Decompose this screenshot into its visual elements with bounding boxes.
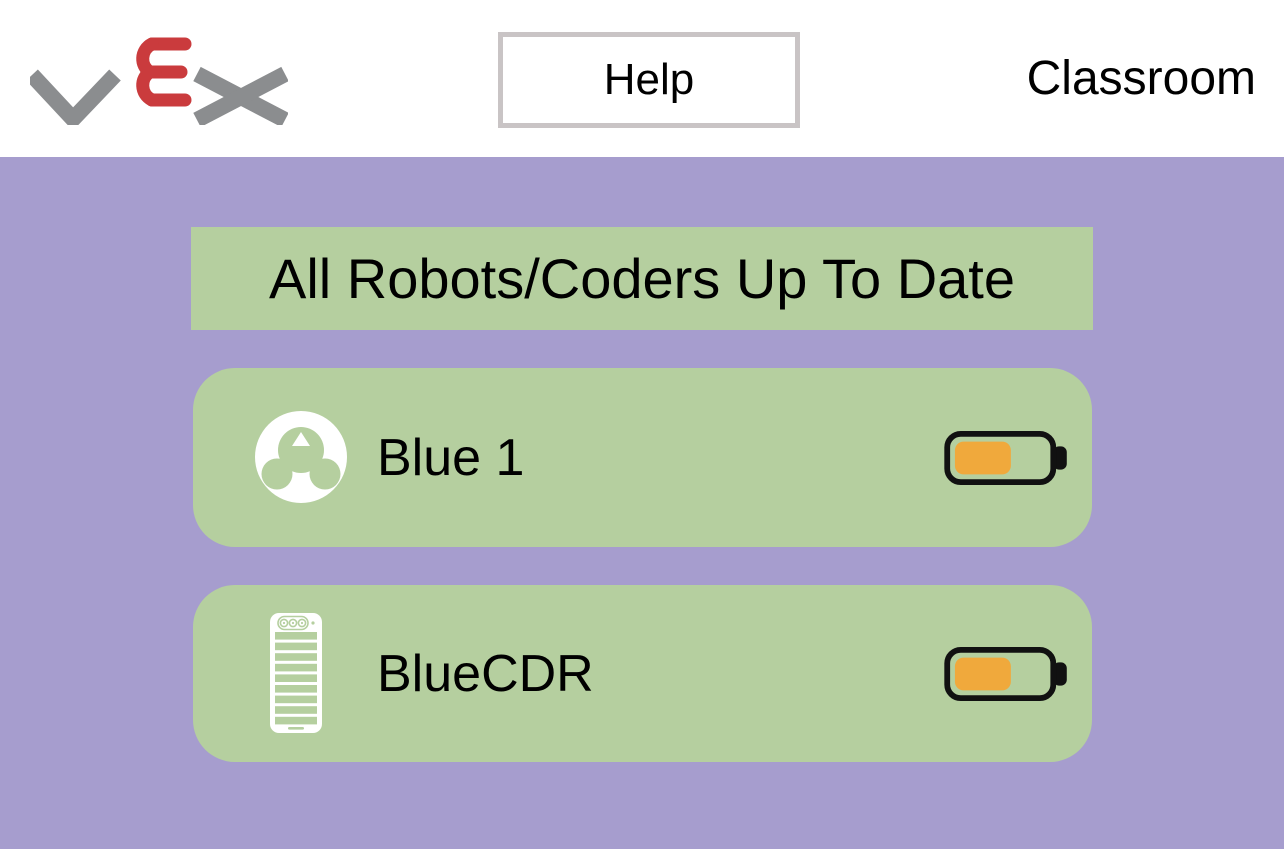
coder-icon	[270, 613, 322, 733]
mode-label[interactable]: Classroom	[1026, 52, 1256, 105]
device-name: Blue 1	[377, 428, 525, 487]
help-button[interactable]: Help	[498, 32, 800, 128]
robot-123-icon	[255, 411, 347, 503]
header-bar: Help Classroom	[0, 0, 1284, 157]
battery-fill	[954, 657, 1011, 690]
device-card-bluecdr[interactable]: BlueCDR	[193, 585, 1092, 762]
vex-logo	[30, 37, 288, 125]
status-banner: All Robots/Coders Up To Date	[191, 227, 1093, 330]
battery-indicator	[944, 430, 1067, 485]
device-card-blue-1[interactable]: Blue 1	[193, 368, 1092, 547]
battery-terminal	[1053, 445, 1067, 470]
battery-outline	[944, 430, 1057, 485]
device-name: BlueCDR	[377, 644, 594, 703]
battery-terminal	[1053, 661, 1067, 686]
battery-indicator	[944, 646, 1067, 701]
battery-outline	[944, 646, 1057, 701]
battery-fill	[954, 441, 1011, 474]
main-area: All Robots/Coders Up To Date Blue 1	[0, 157, 1284, 849]
